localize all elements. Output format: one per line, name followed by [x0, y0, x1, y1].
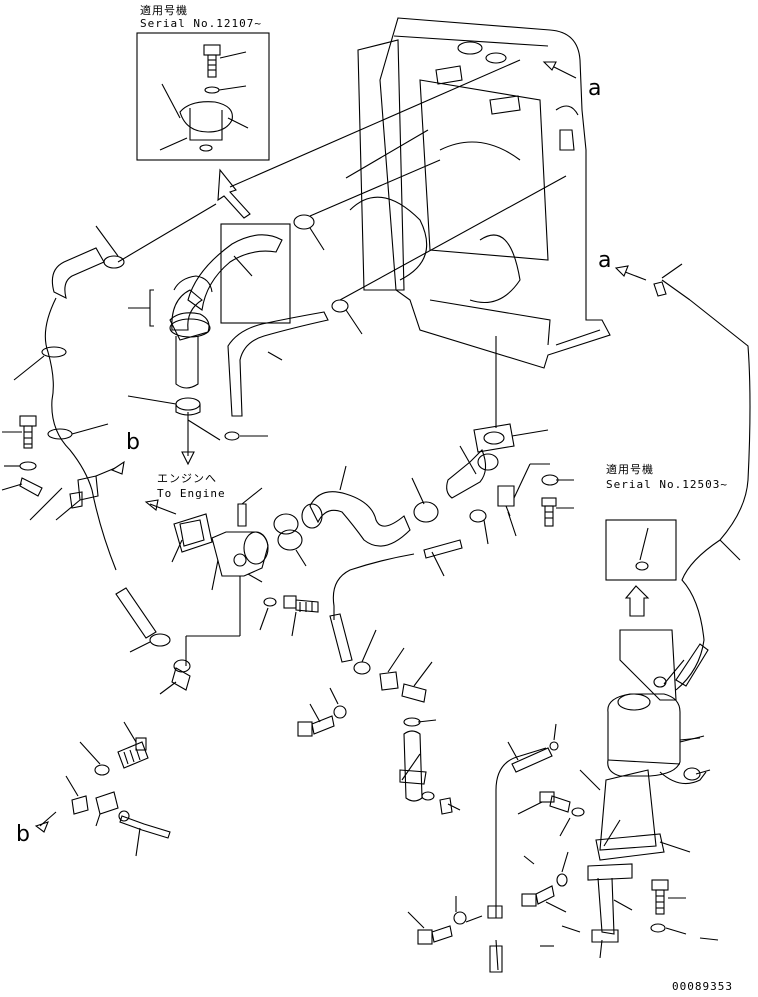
inset-serial-12107: [136, 32, 270, 161]
engine-note-en: To Engine: [157, 487, 226, 500]
inset-right-title: 適用号機: [606, 463, 654, 476]
connection-label-a-top: a: [588, 76, 602, 101]
thermostat-housing: [446, 336, 550, 545]
radiator-assembly: [349, 17, 611, 369]
left-hose-loop: [1, 225, 241, 695]
engine-note-jp: エンジンへ: [157, 472, 217, 485]
sensor-group: [34, 721, 171, 857]
inset-right-serial: Serial No.12503~: [606, 478, 728, 491]
connection-label-b-bottom: b: [16, 822, 30, 847]
drawing-number: 00089353: [672, 980, 733, 993]
connection-label-b-mid: b: [126, 430, 140, 455]
upper-hose: [128, 223, 291, 389]
water-pump-group: [171, 487, 269, 591]
s-hose: [301, 465, 411, 547]
inset-top-title: 適用号機: [140, 4, 188, 17]
inset-serial-12503: [605, 519, 677, 581]
reservoir-tank: [579, 693, 711, 861]
inset-right-pointer-arrow: [624, 585, 650, 617]
inset-top-serial: Serial No.12107~: [140, 17, 262, 30]
inset-pointer-arrow: [217, 168, 251, 219]
connection-label-a-mid: a: [598, 248, 612, 273]
